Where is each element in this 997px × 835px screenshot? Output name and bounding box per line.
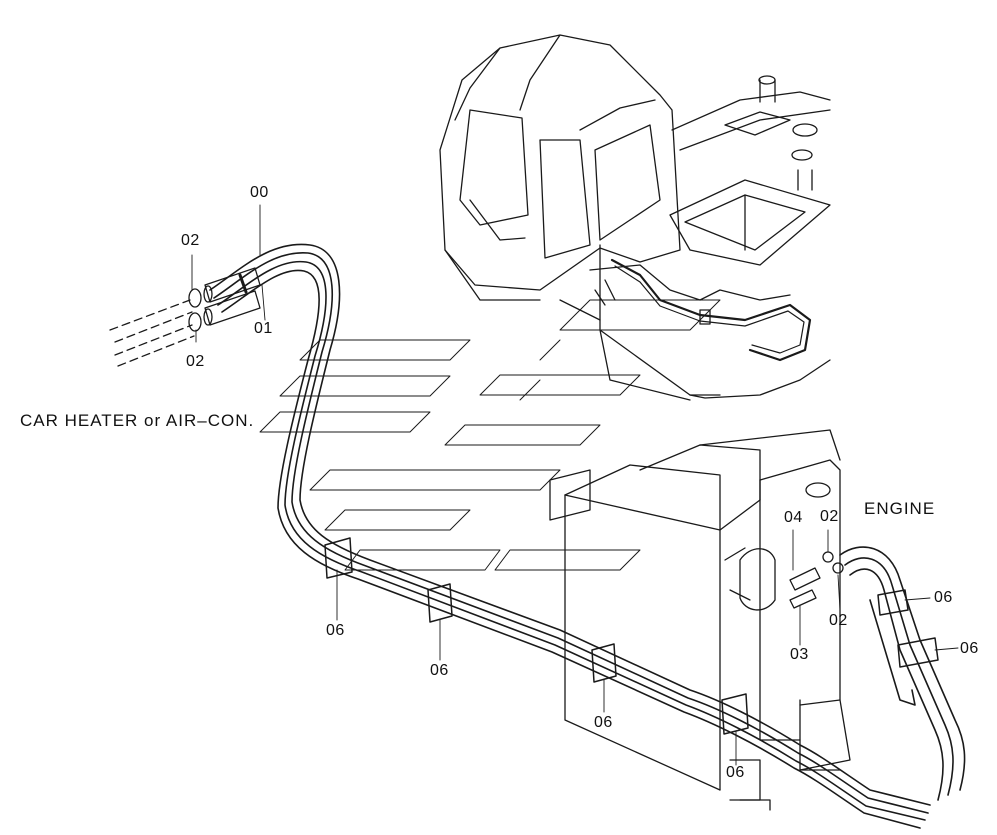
callout-06-engine-2: 06: [960, 640, 979, 657]
engine-fittings: [724, 547, 844, 611]
callout-06-d: 06: [726, 764, 745, 781]
callout-00: 00: [250, 184, 269, 201]
callout-02-engine-lower: 02: [829, 612, 848, 629]
radiator-box: [549, 444, 771, 811]
cab-outline: [439, 34, 681, 301]
engine-hoses: [839, 546, 966, 801]
callout-06-c: 06: [594, 714, 613, 731]
callout-02-upper-left: 02: [181, 232, 200, 249]
engine-block: [699, 429, 851, 771]
hose-clips: [324, 537, 939, 735]
direction-chevrons: [259, 299, 721, 571]
main-heater-hose: [209, 243, 931, 829]
callout-06-engine-1: 06: [934, 589, 953, 606]
callout-02-engine-upper: 02: [820, 508, 839, 525]
callout-04: 04: [784, 509, 803, 526]
engine-label: ENGINE: [864, 499, 936, 518]
left-hose-ends: [109, 267, 261, 367]
callout-03: 03: [790, 646, 809, 663]
caption-car-heater: CAR HEATER or AIR–CON.: [20, 411, 255, 430]
callout-06-a: 06: [326, 622, 345, 639]
leader-lines: [191, 204, 959, 766]
callout-06-b: 06: [430, 662, 449, 679]
upper-body-outline: [559, 75, 831, 401]
cab-hose: [594, 258, 812, 362]
callout-02-lower-left: 02: [186, 353, 205, 370]
callout-01: 01: [254, 320, 273, 337]
